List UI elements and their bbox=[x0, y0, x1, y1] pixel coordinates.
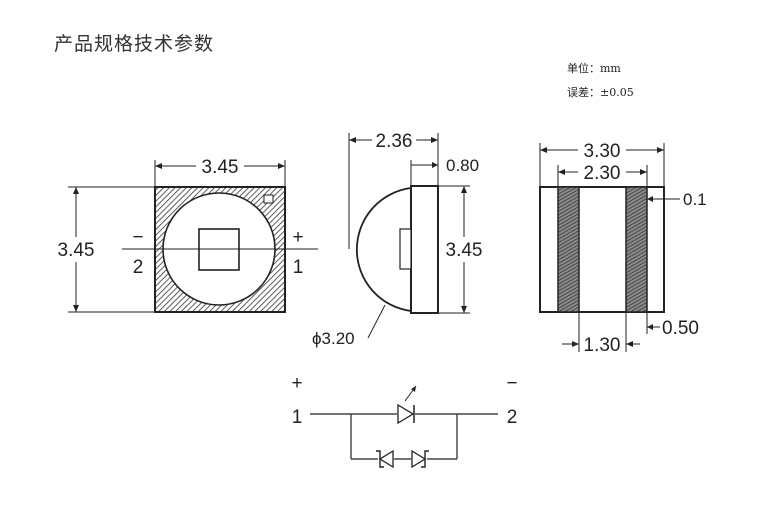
circuit-neg-sign: − bbox=[506, 373, 517, 394]
bottom-pad-width-label: 0.50 bbox=[662, 318, 699, 339]
circuit-neg-num: 2 bbox=[507, 407, 518, 428]
top-pos-sign: + bbox=[292, 227, 303, 248]
zener-diode-icon bbox=[378, 449, 394, 469]
pad-left bbox=[557, 186, 580, 313]
dome-leader bbox=[367, 304, 386, 339]
top-height-label: 3.45 bbox=[58, 240, 95, 261]
unit-label: 单位：mm bbox=[567, 62, 621, 75]
side-body bbox=[410, 185, 439, 314]
bottom-view: 3.30 2.30 0.1 1.30 0.50 bbox=[539, 141, 707, 356]
side-height-label: 3.45 bbox=[446, 240, 483, 261]
top-neg-num: 2 bbox=[133, 257, 144, 278]
polarity-mark bbox=[263, 194, 274, 204]
circuit-pos-num: 1 bbox=[292, 407, 303, 428]
bottom-inner-label: 2.30 bbox=[584, 163, 621, 184]
circuit-diagram: + 1 − 2 bbox=[291, 373, 518, 469]
zener-diode-icon-2 bbox=[411, 449, 427, 469]
side-chip bbox=[399, 228, 412, 270]
side-view: 2.36 0.80 3.45 ϕ3.20 bbox=[312, 131, 482, 348]
top-width-label: 3.45 bbox=[202, 157, 239, 178]
side-thickness-label: 0.80 bbox=[446, 156, 479, 175]
bottom-gap-label: 0.1 bbox=[683, 190, 707, 209]
page-title: 产品规格技术参数 bbox=[54, 33, 215, 55]
pad-right bbox=[625, 186, 648, 313]
tolerance-label: 误差：±0.05 bbox=[567, 86, 634, 99]
dome-diameter-label: ϕ3.20 bbox=[312, 329, 355, 348]
top-view: 3.45 3.45 − 2 + 1 bbox=[58, 157, 318, 313]
top-neg-sign: − bbox=[132, 227, 143, 248]
led-icon bbox=[397, 403, 415, 425]
side-width-label: 2.36 bbox=[376, 131, 413, 152]
top-pos-num: 1 bbox=[293, 257, 304, 278]
bottom-outer-label: 3.30 bbox=[584, 141, 621, 162]
circuit-pos-sign: + bbox=[291, 373, 302, 394]
bottom-pitch-label: 1.30 bbox=[584, 335, 621, 356]
dome-profile bbox=[355, 187, 412, 312]
